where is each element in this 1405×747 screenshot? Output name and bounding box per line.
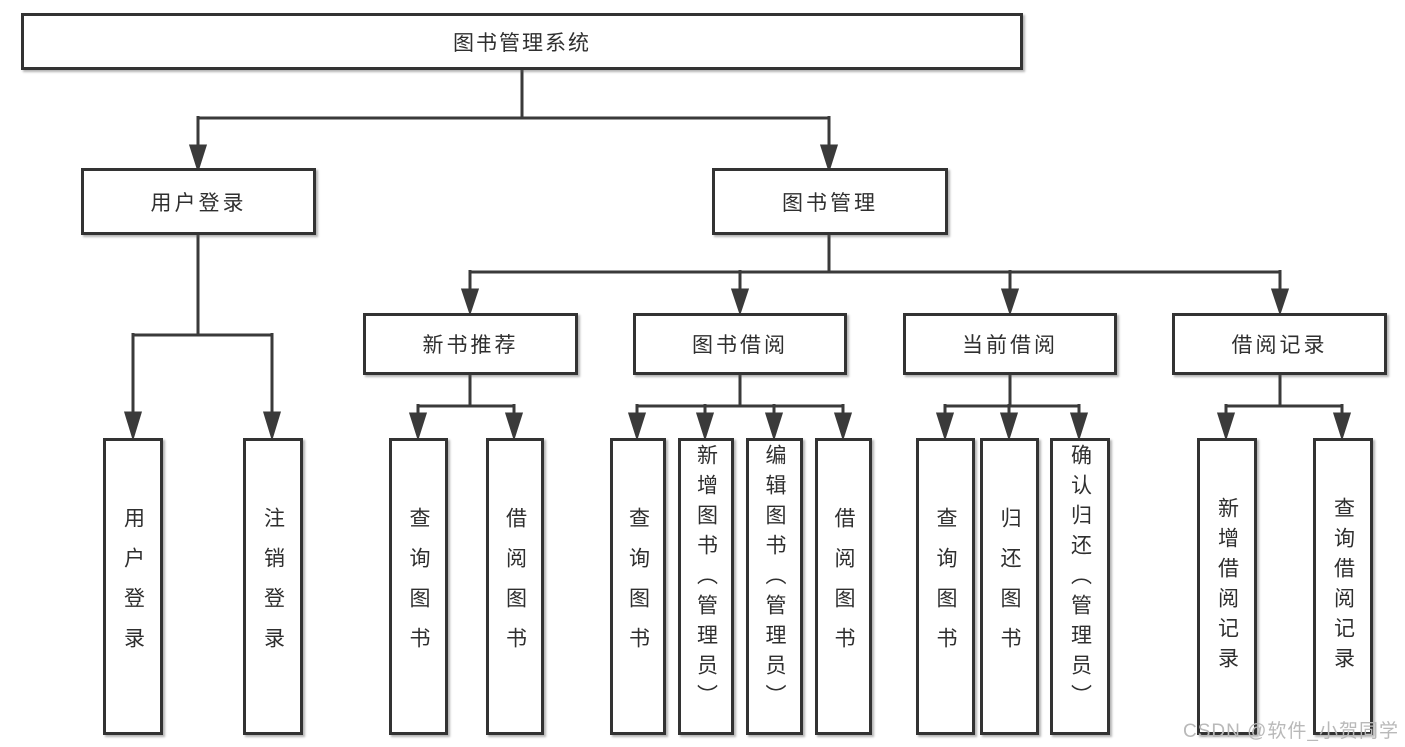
node-label: 借阅记录 [1231,334,1328,357]
leaf-query-books-borrow: 查询图书 [610,438,666,735]
node-book-borrowing: 图书借阅 [633,313,847,375]
node-label: 图书管理 [782,191,878,215]
leaf-label: 查询图书 [407,506,430,667]
leaf-confirm-return-admin: 确认归还（管理员） [1050,438,1110,735]
leaf-query-books-current: 查询图书 [916,438,975,735]
leaf-label: 借阅图书 [832,506,855,667]
leaf-add-book-admin: 新增图书（管理员） [678,438,734,735]
node-current-borrowing: 当前借阅 [903,313,1117,375]
leaf-label: 编辑图书（管理员） [763,444,786,714]
leaf-label: 借阅图书 [503,506,527,667]
node-label: 图书管理系统 [453,31,591,55]
leaf-borrow-books-recommend: 借阅图书 [486,438,544,735]
leaf-query-books-recommend: 查询图书 [389,438,448,735]
node-library-system: 图书管理系统 [21,13,1023,70]
leaf-label: 新增图书（管理员） [694,444,718,714]
leaf-label: 查询借阅记录 [1331,496,1355,677]
leaf-label: 用户登录 [121,506,145,667]
node-borrowing-records: 借阅记录 [1172,313,1387,375]
node-book-management: 图书管理 [712,168,948,235]
leaf-return-books: 归还图书 [980,438,1039,735]
leaf-label: 新增借阅记录 [1215,496,1239,677]
leaf-edit-book-admin: 编辑图书（管理员） [746,438,803,735]
leaf-query-borrow-record: 查询借阅记录 [1313,438,1373,735]
node-new-book-recommend: 新书推荐 [363,313,578,375]
leaf-label: 查询图书 [934,506,957,667]
leaf-logout: 注销登录 [243,438,303,735]
leaf-add-borrow-record: 新增借阅记录 [1197,438,1257,735]
leaf-label: 注销登录 [261,506,285,667]
leaf-label: 查询图书 [626,506,650,667]
leaf-user-login: 用户登录 [103,438,163,735]
leaf-borrow-books: 借阅图书 [815,438,872,735]
node-label: 新书推荐 [422,334,519,357]
leaf-label: 确认归还（管理员） [1068,444,1092,714]
leaf-label: 归还图书 [998,506,1021,667]
csdn-watermark: CSDN @软件_小贺同学 [1183,721,1399,742]
node-label: 用户登录 [150,191,247,215]
node-user-login: 用户登录 [81,168,316,235]
node-label: 图书借阅 [692,334,788,357]
node-label: 当前借阅 [962,334,1058,357]
